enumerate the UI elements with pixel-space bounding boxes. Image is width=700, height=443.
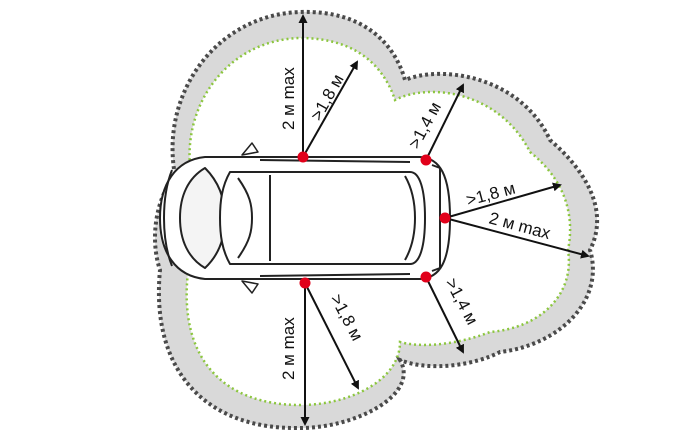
arrow-bottom-min xyxy=(304,282,359,390)
inner-boundary-dotted xyxy=(180,36,572,407)
arrow-top-min xyxy=(302,60,358,158)
red-dot-marker xyxy=(439,212,451,224)
arrow-top-rear xyxy=(425,83,464,161)
arrow-rear-min xyxy=(444,182,562,219)
arrow-bottom-rear xyxy=(425,276,464,354)
label-top-min: >1,8 м xyxy=(307,71,348,124)
sensor-markers xyxy=(297,151,451,289)
label-bottom-max: 2 м max xyxy=(279,317,298,380)
red-dot-marker xyxy=(420,271,432,283)
red-dot-marker xyxy=(299,277,311,289)
red-dot-marker xyxy=(420,154,432,166)
red-dot-marker xyxy=(297,151,309,163)
car-top-view-icon xyxy=(159,142,451,294)
outer-boundary-dashed xyxy=(153,9,600,431)
zone-band xyxy=(155,11,598,429)
label-top-rear: >1,4 м xyxy=(405,99,445,152)
label-top-max: 2 м max xyxy=(279,67,298,130)
measurement-arrows xyxy=(298,14,590,426)
arrow-rear-max xyxy=(444,217,590,259)
